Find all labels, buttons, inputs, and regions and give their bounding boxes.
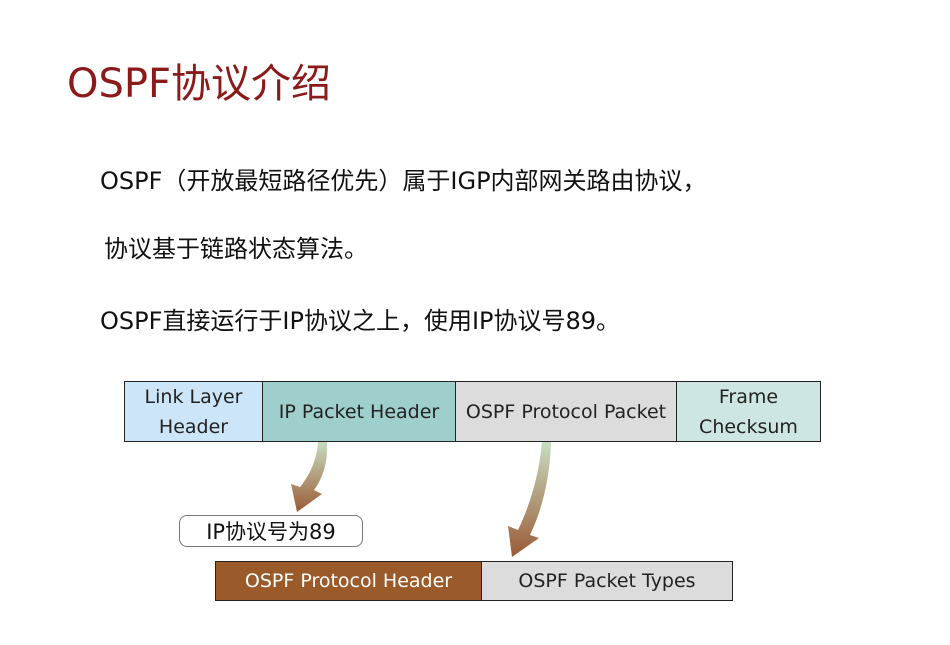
cell-line: Header [158, 415, 229, 438]
ospf-packet-types-cell: OSPF Packet Types [481, 561, 733, 601]
link-layer-header-cell: Link Layer Header [124, 381, 263, 442]
arrow-ip-protocol-number [291, 442, 328, 512]
cell-label: OSPF Protocol Header [244, 570, 453, 592]
arrow-ospf-packet [508, 442, 551, 557]
paragraph-protocol-number: OSPF直接运行于IP协议之上，使用IP协议号89。 [100, 307, 621, 335]
cell-label: OSPF Packet Types [518, 570, 696, 592]
paragraph-ospf-definition: OSPF（开放最短路径优先）属于IGP内部网关路由协议， [100, 167, 707, 195]
cell-line: OSPF Protocol Packet [465, 400, 667, 423]
ip-packet-header-cell: IP Packet Header [262, 381, 456, 442]
ospf-protocol-packet-cell: OSPF Protocol Packet [455, 381, 677, 442]
frame-checksum-cell: Frame Checksum [676, 381, 821, 442]
ip-protocol-number-callout: IP协议号为89 [179, 515, 363, 547]
cell-line: Frame [718, 385, 779, 408]
paragraph-link-state: 协议基于链路状态算法。 [104, 235, 368, 263]
cell-line: Checksum [699, 415, 798, 438]
cell-line: IP Packet Header [278, 400, 440, 423]
slide-title: OSPF协议介绍 [67, 61, 332, 107]
cell-line: Link Layer [144, 385, 243, 408]
ospf-protocol-header-cell: OSPF Protocol Header [215, 561, 482, 601]
